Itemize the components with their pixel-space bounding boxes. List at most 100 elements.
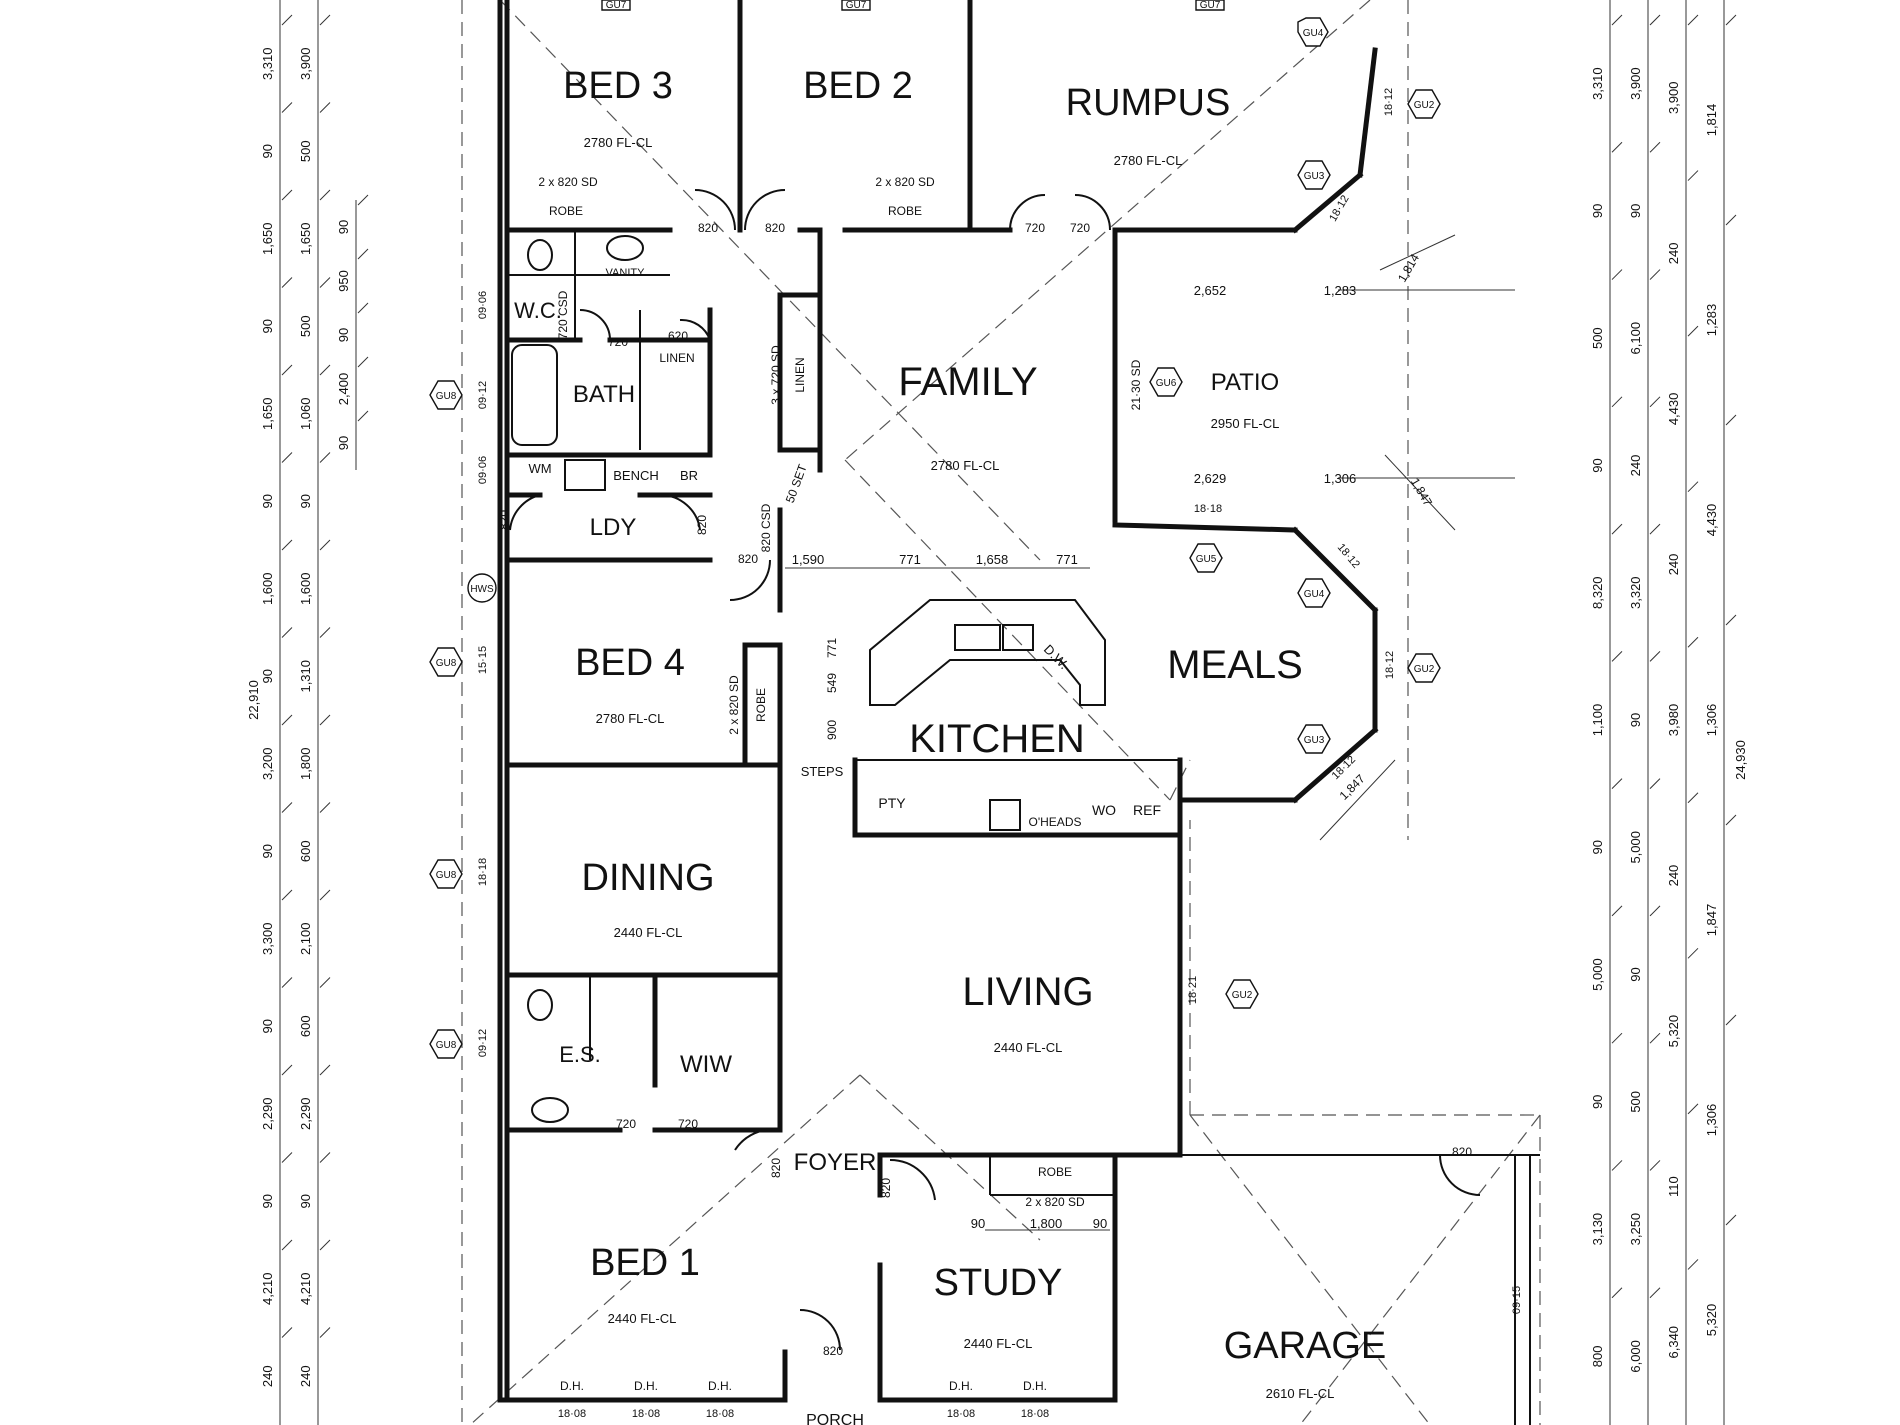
dimension-value: 3,310 — [1590, 67, 1605, 100]
dimension-tick — [1725, 14, 1737, 26]
wo-label: WO — [1092, 802, 1116, 818]
dimension-value: 90 — [260, 1019, 275, 1033]
room-garage-ceiling: 2610 FL-CL — [1266, 1386, 1335, 1401]
room-patio-ceiling: 2950 FL-CL — [1211, 416, 1280, 431]
dimension-value: 90 — [260, 319, 275, 333]
dimension-value: 90 — [336, 328, 351, 342]
dimension-tick — [319, 277, 331, 288]
sd-label-bed2: 2 x 820 SD — [875, 175, 935, 189]
dimension-tick — [319, 977, 331, 988]
window-code-text: GU3 — [1304, 171, 1325, 182]
kitchen-island — [869, 599, 1106, 706]
room-living-ceiling: 2440 FL-CL — [994, 1040, 1063, 1055]
dimension-tick — [1611, 1160, 1623, 1171]
dimension-value: 240 — [1628, 455, 1643, 477]
kitchen-dim: 771 — [825, 638, 839, 658]
window-size-label: 18·18 — [477, 858, 489, 886]
window-size-label: 18·08 — [558, 1408, 586, 1420]
study-dim: 1,800 — [1030, 1216, 1063, 1231]
dimension-value: 90 — [298, 1194, 313, 1208]
door-label: 720 — [608, 335, 628, 349]
dimension-value: 6,340 — [1666, 1326, 1681, 1359]
window-code-badge: GU4 — [1297, 578, 1331, 608]
es-basin — [531, 1097, 569, 1123]
study-dim: 90 — [971, 1216, 985, 1231]
window-size-label: 09·12 — [477, 1029, 489, 1057]
dimension-value: 90 — [336, 220, 351, 234]
dimension-tick — [1687, 636, 1699, 648]
dimension-tick — [1725, 614, 1737, 626]
dimension-tick — [319, 627, 331, 638]
dimension-tick — [1649, 269, 1661, 280]
dimension-tick — [319, 189, 331, 201]
dimension-tick — [1687, 1103, 1699, 1115]
door-label: 820 — [879, 1178, 893, 1198]
dimension-tick — [1649, 14, 1661, 26]
dimension-value: 5,320 — [1666, 1015, 1681, 1048]
dimension-tick — [1611, 396, 1623, 408]
dimension-value: 3,310 — [260, 47, 275, 80]
window-code-badge: GU2 — [1407, 653, 1441, 683]
cooktop — [989, 799, 1021, 831]
dimension-value: 90 — [1590, 204, 1605, 218]
dimension-tick — [357, 410, 369, 422]
window-size-label: 18·08 — [632, 1408, 660, 1420]
dimension-value: 3,200 — [260, 747, 275, 780]
window-size-label: 09·15 — [1511, 1286, 1523, 1314]
dimension-value: 1,814 — [1704, 104, 1719, 137]
dimension-tick — [1687, 170, 1699, 181]
dimension-tick — [1649, 523, 1661, 535]
door-label: 820 — [765, 221, 785, 235]
dimension-tick — [1687, 325, 1699, 337]
dimension-value: 240 — [298, 1365, 313, 1387]
dimension-tick — [281, 452, 293, 463]
left-dim-total: 22,910 — [246, 680, 261, 720]
door-label: 620 — [668, 329, 688, 343]
dimension-tick — [319, 1239, 331, 1251]
room-rumpus-name: RUMPUS — [1066, 82, 1231, 124]
dimension-value: 1,650 — [260, 222, 275, 255]
kitchen-dim: 771 — [899, 552, 921, 567]
dimension-value: 1,600 — [298, 572, 313, 605]
room-bed3-name: BED 3 — [563, 65, 673, 107]
door-label: 820 — [497, 510, 511, 530]
dimension-tick — [1649, 651, 1661, 662]
right-dimension-strings: 24,930 3,31090500908,3201,100905,000903,… — [1590, 14, 1748, 1373]
dimension-value: 2,290 — [260, 1097, 275, 1130]
dimension-value: 2,400 — [336, 373, 351, 406]
window-size-label: 18·12 — [1384, 651, 1396, 679]
dimension-tick — [281, 714, 293, 726]
dimension-value: 90 — [1628, 967, 1643, 981]
window-code-badge: GU3 — [1297, 724, 1331, 754]
window-code-badge: GU8 — [429, 1029, 463, 1059]
dimension-tick — [319, 802, 331, 813]
dimension-tick — [1611, 778, 1623, 789]
dimension-tick — [319, 714, 331, 726]
dimension-value: 1,650 — [260, 397, 275, 430]
sanitary-fixtures — [511, 235, 1021, 1123]
window-code-badge: GU7 — [841, 0, 871, 11]
dimension-tick — [1725, 414, 1737, 426]
dimension-tick — [281, 977, 293, 988]
dimension-tick — [1649, 1287, 1661, 1299]
dimension-tick — [1725, 1214, 1737, 1226]
door-label: 720 — [1025, 221, 1045, 235]
csd720-label: 720 CSD — [556, 290, 570, 339]
dimension-value: 1,306 — [1704, 1104, 1719, 1137]
dimension-tick — [1611, 269, 1623, 280]
dimension-tick — [281, 1327, 293, 1338]
dimension-value: 240 — [1666, 242, 1681, 264]
dimension-tick — [1611, 1032, 1623, 1044]
window-code-text: GU7 — [846, 0, 867, 11]
door-label: 720 — [616, 1117, 636, 1131]
set-label: 50 SET — [783, 462, 810, 505]
window-code-text: GU5 — [1196, 554, 1217, 565]
dimension-tick — [357, 356, 369, 368]
dimension-value: 2,290 — [298, 1097, 313, 1130]
dimension-value: 3,900 — [1628, 67, 1643, 100]
window-size-label: 18·12 — [1335, 541, 1362, 570]
window-size-label: 09·12 — [477, 381, 489, 409]
window-code-text: GU8 — [436, 1040, 457, 1051]
kitchen-dim: 771 — [1056, 552, 1078, 567]
